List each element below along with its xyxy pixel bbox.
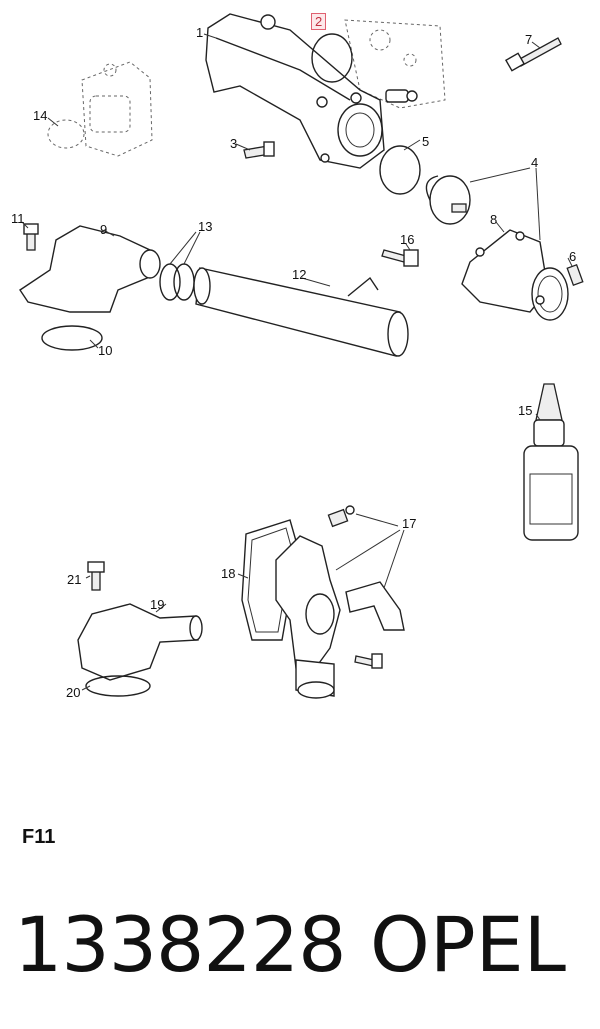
callout-18: 18 xyxy=(221,566,236,581)
part-12-coolant-pipe xyxy=(193,267,409,357)
callout-1: 1 xyxy=(196,25,204,40)
part-1-coolant-manifold xyxy=(205,13,385,169)
part-18-gasket xyxy=(241,519,299,641)
part-5-sealing-ring xyxy=(379,145,421,195)
part-9-elbow-housing xyxy=(19,225,161,313)
part-7-bolt xyxy=(504,37,562,72)
part-2-o-ring xyxy=(311,33,353,83)
part-14-ghost-housing xyxy=(47,61,153,157)
brand-name: OPEL xyxy=(370,900,567,989)
section-code: F11 xyxy=(22,826,56,848)
callout-3: 3 xyxy=(230,136,238,151)
part-number: 1338228 xyxy=(14,900,346,989)
part-info-footer: 1338228 OPEL xyxy=(14,900,594,990)
pump-bolt xyxy=(354,653,383,669)
callout-9: 9 xyxy=(100,222,108,237)
part-4-thermostat xyxy=(425,175,471,225)
callout-19: 19 xyxy=(150,597,165,612)
callout-13: 13 xyxy=(198,219,213,234)
part-13-o-rings xyxy=(159,263,195,301)
leader-lines xyxy=(21,33,573,691)
callout-15: 15 xyxy=(518,403,533,418)
temperature-sensor xyxy=(385,89,418,103)
part-19-outlet-housing xyxy=(77,603,203,681)
callout-4: 4 xyxy=(531,155,539,170)
callout-11: 11 xyxy=(11,211,25,226)
callout-20: 20 xyxy=(66,685,81,700)
part-15-sealant-bottle xyxy=(523,383,579,541)
part-3-bolt xyxy=(243,141,275,159)
exploded-parts-diagram xyxy=(19,13,584,699)
part-17-hose-fitting xyxy=(327,505,405,631)
part-10-o-ring xyxy=(41,325,103,351)
callout-6: 6 xyxy=(569,249,577,264)
callout-5: 5 xyxy=(422,134,430,149)
part-21-bolt xyxy=(87,561,105,591)
callout-12: 12 xyxy=(292,267,307,282)
part-20-o-ring xyxy=(85,675,151,697)
callout-21: 21 xyxy=(67,572,82,587)
callout-16: 16 xyxy=(400,232,415,247)
callout-8: 8 xyxy=(490,212,498,227)
part-11-bolt xyxy=(23,223,39,251)
callout-17: 17 xyxy=(402,516,417,531)
part-8-thermostat-housing xyxy=(461,229,569,321)
callout-10: 10 xyxy=(98,343,113,358)
engine-block-ghost xyxy=(344,19,446,109)
callout-14: 14 xyxy=(33,108,48,123)
part-6-bolt xyxy=(566,263,584,287)
part-16-bolt xyxy=(381,249,419,267)
callout-2[interactable]: 2 xyxy=(311,13,327,30)
callout-7: 7 xyxy=(525,32,533,47)
water-pump-housing xyxy=(275,535,341,699)
